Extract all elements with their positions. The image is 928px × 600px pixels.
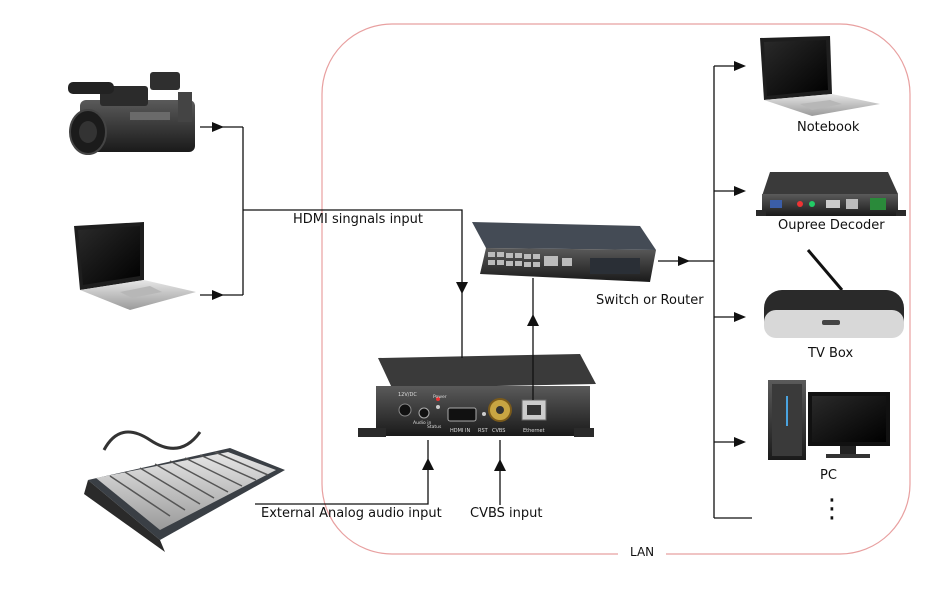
lan-label: LAN: [630, 545, 655, 559]
notebook-label: Notebook: [797, 120, 860, 135]
more-devices-ellipsis: ⋮: [819, 494, 845, 524]
arrow-audio-up: [422, 458, 434, 470]
arrow-laptop: [212, 290, 224, 300]
arrow-camcorder: [212, 122, 224, 132]
encoder-status-label: Status: [427, 424, 442, 430]
switch-router-label: Switch or Router: [596, 293, 704, 308]
arrow-notebook: [734, 61, 746, 71]
tv-box-label: TV Box: [808, 346, 854, 361]
encoder-dc-label: 12V/DC: [398, 392, 417, 398]
laptop-icon: [74, 222, 196, 310]
encoder-rst-label: RST: [478, 428, 489, 434]
encoder-ethernet-label: Ethernet: [523, 428, 545, 434]
encoder-power-label: Power: [433, 394, 447, 400]
lan-label-gap: [618, 546, 666, 560]
cvbs-input-label: CVBS input: [470, 506, 543, 521]
audio-mixer-icon: [84, 430, 285, 552]
arrow-pc: [734, 437, 746, 447]
arrow-hdmi-down: [456, 282, 468, 294]
encoder-hdmi-in-label: HDMI IN: [450, 428, 470, 434]
arrow-tvbox: [734, 312, 746, 322]
lan-boundary: [321, 23, 911, 555]
tv-box-icon: [764, 249, 904, 338]
network-switch-icon: [472, 222, 656, 282]
hdmi-input-label: HDMI singnals input: [293, 212, 424, 227]
decoder-label: Oupree Decoder: [778, 218, 885, 233]
audio-input-label: External Analog audio input: [261, 506, 442, 521]
encoder-audio-in-label: Audio in: [413, 420, 431, 426]
pc-label: PC: [820, 468, 837, 483]
encoder-device-icon: 12V/DC Power Status Audio in HDMI IN RST…: [358, 354, 596, 437]
arrow-ethernet-up: [527, 314, 539, 326]
arrow-decoder: [734, 186, 746, 196]
decoder-device-icon: [756, 172, 906, 216]
arrow-switch-out: [678, 256, 690, 266]
pc-icon: [768, 380, 890, 460]
arrow-cvbs-up: [494, 459, 506, 471]
line-hdmi-input: [243, 209, 463, 358]
encoder-cvbs-label: CVBS: [492, 428, 505, 434]
notebook-icon: [760, 36, 880, 116]
camcorder-icon: [68, 72, 195, 155]
